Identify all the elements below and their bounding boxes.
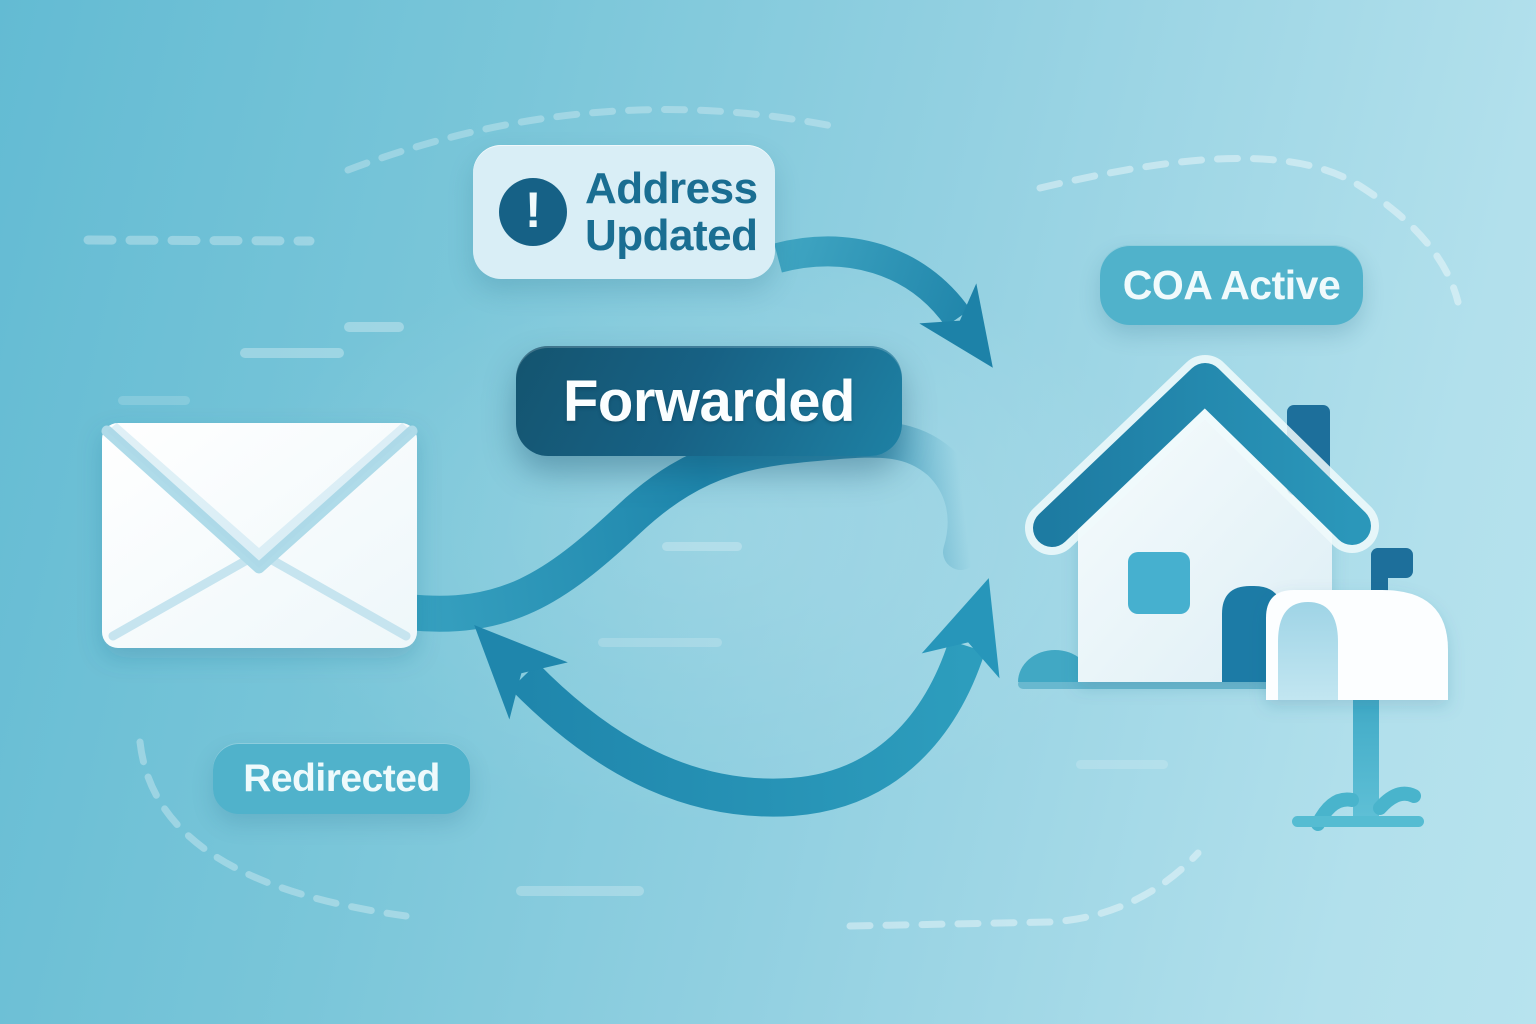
address-updated-badge: ! Address Updated — [473, 145, 775, 279]
forward-arrow — [774, 236, 993, 368]
light-streak — [344, 322, 404, 332]
window-shape — [1128, 552, 1190, 614]
forwarded-badge: Forwarded — [516, 346, 902, 456]
address-line-1: Address — [585, 163, 758, 213]
envelope-icon — [101, 423, 418, 648]
mailbox-icon — [1266, 548, 1448, 831]
roof-shape — [1033, 363, 1371, 547]
dashed-path-bottom-right — [846, 849, 1202, 930]
mailbox-opening-shape — [1278, 602, 1338, 700]
light-streak — [516, 886, 644, 896]
redirected-label: Redirected — [243, 756, 440, 800]
coa-active-badge: COA Active — [1100, 245, 1363, 325]
exclamation-glyph: ! — [524, 182, 542, 238]
bush-shape — [1018, 650, 1092, 682]
address-updated-label: Address Updated — [585, 165, 758, 259]
light-streak — [662, 542, 742, 551]
coa-active-label: COA Active — [1122, 261, 1341, 308]
exclamation-icon: ! — [499, 178, 567, 246]
dashed-path-bottom-left — [136, 738, 410, 920]
forwarded-label: Forwarded — [563, 368, 856, 434]
light-streak — [118, 396, 190, 405]
dashed-path-top-right — [1036, 154, 1462, 306]
dashed-decor — [83, 106, 1462, 930]
light-streak — [598, 638, 722, 647]
dashed-path-left — [83, 235, 315, 246]
light-streak — [240, 348, 344, 358]
dashed-path-top-center — [344, 106, 836, 174]
redirect-arrow — [474, 578, 1000, 817]
address-line-2: Updated — [585, 211, 758, 260]
redirected-badge: Redirected — [213, 743, 470, 814]
route-curve — [390, 421, 984, 632]
light-streak — [1076, 760, 1168, 769]
